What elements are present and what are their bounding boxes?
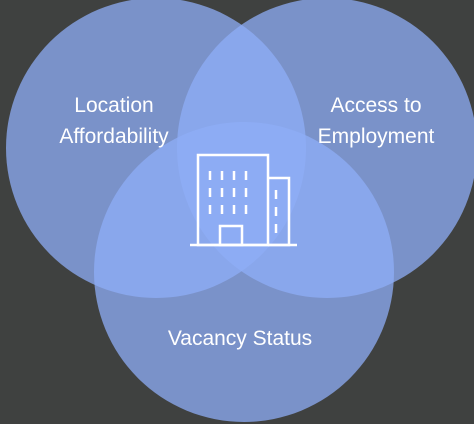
venn-circles [6, 0, 474, 422]
label-access-to-employment: Access to Employment [317, 94, 435, 148]
label-location-affordability: Location Affordability [59, 94, 169, 148]
circle-vacancy-status [94, 122, 394, 422]
building-icon [190, 153, 297, 247]
label-vacancy-status: Vacancy Status [167, 327, 313, 350]
